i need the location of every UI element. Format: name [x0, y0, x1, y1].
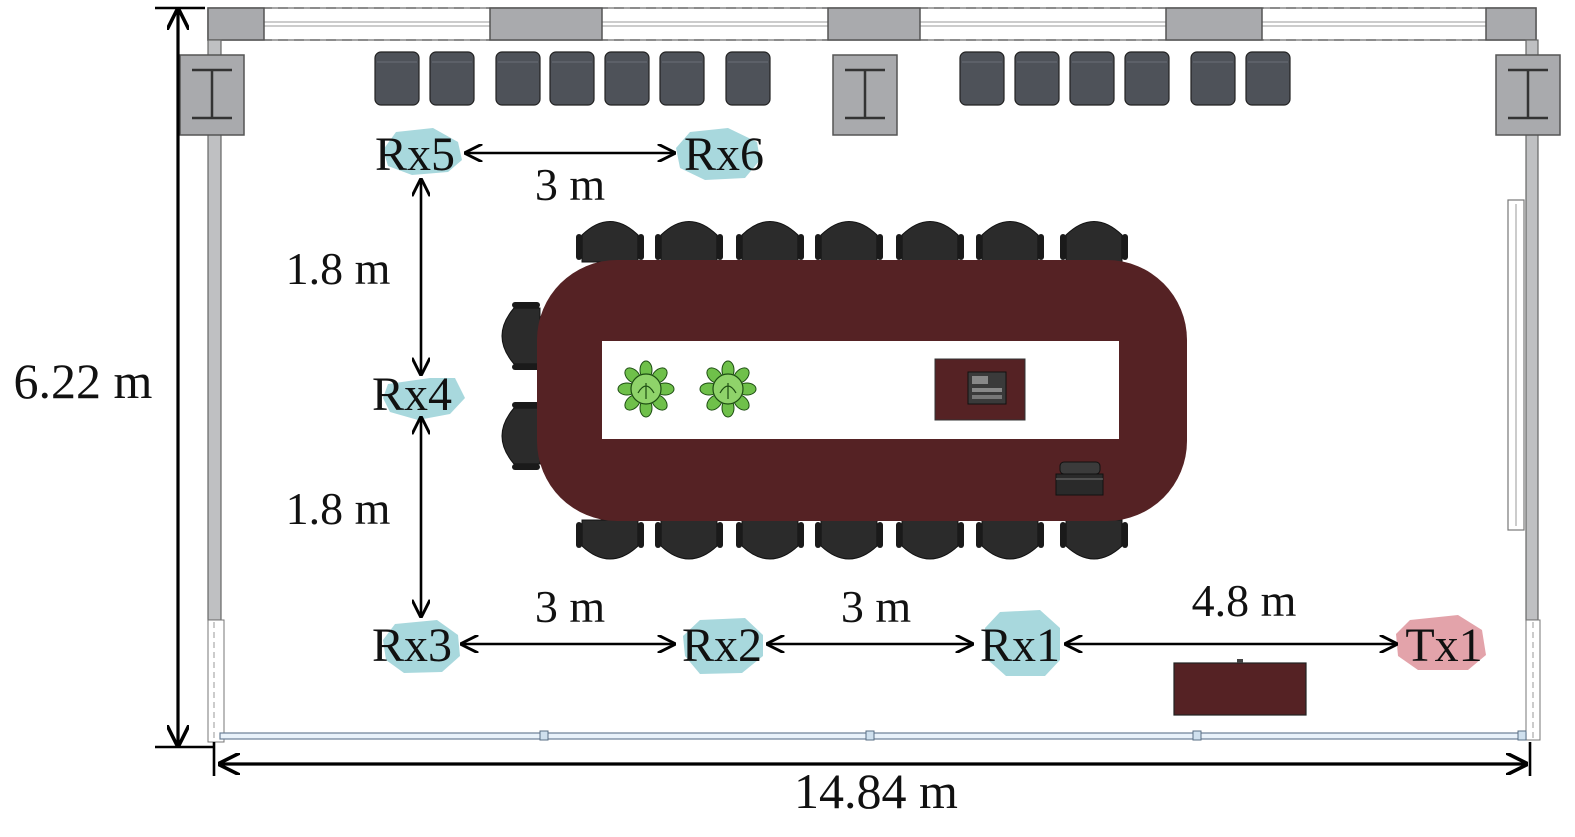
- chair: [815, 519, 883, 560]
- stool: [1190, 51, 1236, 106]
- chair: [815, 221, 883, 263]
- top-pillar-3: [827, 7, 921, 41]
- rx6-marker: [676, 128, 760, 180]
- chair: [501, 402, 541, 470]
- stool: [1014, 51, 1060, 106]
- stool: [659, 51, 705, 106]
- bottom-glass-wall: [219, 730, 1527, 741]
- top-pillar-left: [207, 7, 265, 41]
- stool: [549, 51, 595, 106]
- distance-arrows: [155, 6, 1532, 776]
- stool: [1245, 51, 1291, 106]
- stool: [604, 51, 650, 106]
- printer-icon: [967, 371, 1007, 405]
- node-markers: [383, 128, 1486, 676]
- node-labels: Rx5 Rx6 Rx4 Rx3 Rx2 Rx1 Tx1: [372, 128, 1483, 672]
- chair: [576, 221, 644, 263]
- conference-phone-icon: [1055, 461, 1104, 496]
- pillar-right: [1495, 54, 1561, 136]
- stool-row: [374, 51, 1291, 106]
- stool: [959, 51, 1005, 106]
- plants: [617, 360, 757, 418]
- stool: [1124, 51, 1170, 106]
- stool: [495, 51, 541, 106]
- side-cabinet: [1173, 659, 1307, 716]
- rx3-label: Rx3: [372, 619, 452, 672]
- rx6-label: Rx6: [684, 128, 764, 181]
- rx1-label: Rx1: [980, 619, 1060, 672]
- room-height-label: 6.22 m: [14, 353, 153, 409]
- chair: [736, 221, 804, 263]
- stool: [725, 51, 771, 106]
- i-beam-pillars: [179, 54, 1561, 136]
- rx2-marker: [683, 618, 763, 674]
- chair: [655, 221, 723, 263]
- plant-icon: [699, 360, 757, 418]
- stool: [374, 51, 420, 106]
- chair: [896, 221, 964, 263]
- chair: [976, 519, 1044, 560]
- tx1-marker: [1396, 615, 1486, 670]
- chair: [501, 302, 541, 370]
- rx5-marker: [383, 128, 462, 175]
- tx1-label: Tx1: [1405, 619, 1482, 672]
- rx4-label: Rx4: [372, 368, 452, 421]
- dist-rx5-rx6: 3 m: [535, 159, 606, 210]
- conference-table: [537, 260, 1187, 521]
- rx4-marker: [383, 378, 465, 420]
- chair: [976, 221, 1044, 263]
- distance-labels: 3 m 1.8 m 1.8 m 3 m 3 m 4.8 m 6.22 m 14.…: [14, 159, 1297, 819]
- chair: [896, 519, 964, 560]
- room-walls: [207, 7, 1541, 743]
- chair: [1060, 519, 1128, 560]
- plant-icon: [617, 360, 675, 418]
- dist-rx5-rx4: 1.8 m: [286, 243, 391, 294]
- dist-rx1-tx1: 4.8 m: [1192, 575, 1297, 626]
- dist-rx4-rx3: 1.8 m: [286, 483, 391, 534]
- pillar-left: [179, 54, 245, 136]
- chair: [736, 519, 804, 560]
- chair: [1060, 221, 1128, 263]
- stool: [429, 51, 475, 106]
- chair: [655, 519, 723, 560]
- pillar-center: [832, 54, 898, 136]
- top-pillar-4: [1165, 7, 1263, 41]
- room-width-label: 14.84 m: [794, 763, 958, 819]
- rx1-marker: [985, 610, 1060, 676]
- rx3-marker: [383, 620, 460, 673]
- chair: [576, 519, 644, 560]
- dist-rx2-rx1: 3 m: [841, 581, 912, 632]
- dist-rx3-rx2: 3 m: [535, 581, 606, 632]
- rx2-label: Rx2: [682, 619, 762, 672]
- table-center-strip: [602, 341, 1119, 439]
- top-pillar-2: [489, 7, 603, 41]
- rx5-label: Rx5: [375, 128, 455, 181]
- chairs: [501, 221, 1128, 560]
- stool: [1069, 51, 1115, 106]
- top-pillar-right: [1485, 7, 1537, 41]
